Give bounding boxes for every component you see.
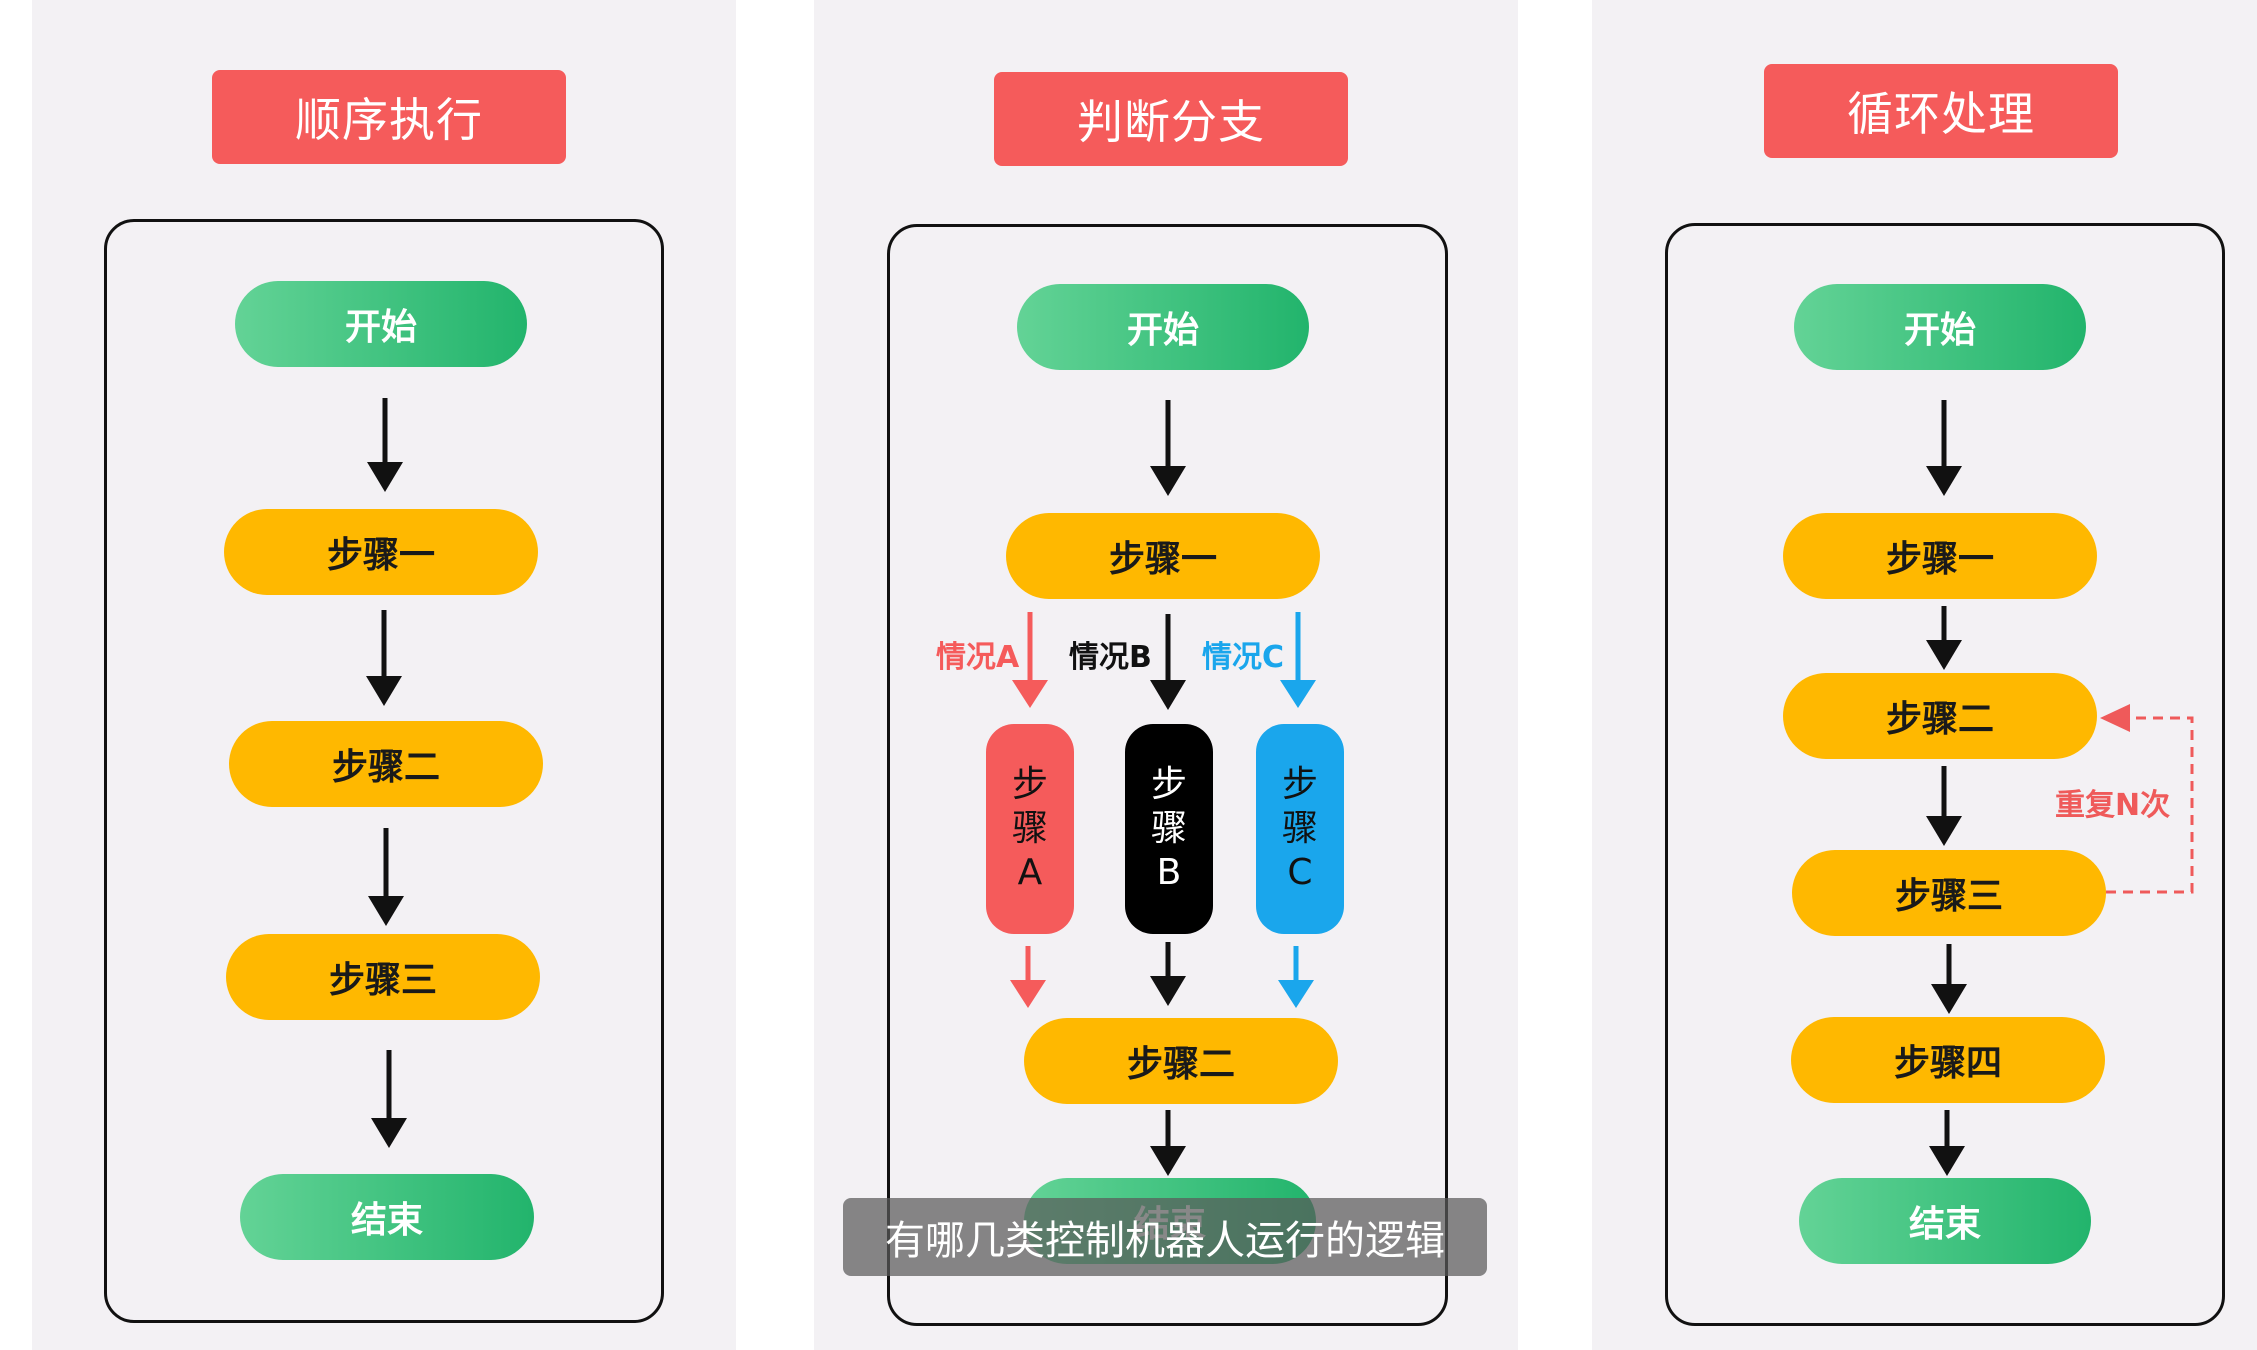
step-1-node: 步骤一 <box>224 509 538 595</box>
arrow-head <box>366 676 402 706</box>
flow-frame <box>887 224 1448 1326</box>
arrow-head-blue <box>1280 680 1316 708</box>
branch-char: 骤 <box>1150 808 1187 849</box>
case-c-label: 情况C <box>1202 640 1285 675</box>
start-node: 开始 <box>235 281 527 367</box>
branch-char: 步 <box>1281 764 1318 805</box>
case-b-label: 情况B <box>1069 640 1152 675</box>
arrow-head <box>1926 816 1962 846</box>
step-3-node: 步骤三 <box>226 934 540 1020</box>
branch-char: B <box>1156 852 1182 893</box>
flow-frame <box>1665 223 2225 1326</box>
start-node: 开始 <box>1794 284 2086 370</box>
step-2-node: 步骤二 <box>229 721 543 807</box>
video-subtitle: 有哪几类控制机器人运行的逻辑 <box>843 1198 1487 1276</box>
branch-char: C <box>1287 852 1313 893</box>
case-a-label: 情况A <box>936 640 1020 675</box>
arrow-head-red <box>1012 680 1048 708</box>
arrow-head <box>368 896 404 926</box>
start-node: 开始 <box>1017 284 1309 370</box>
panel-title: 循环处理 <box>1764 64 2118 158</box>
branch-char: 骤 <box>1011 808 1048 849</box>
branch-char: A <box>1017 852 1043 893</box>
step-2-node: 步骤二 <box>1024 1018 1338 1104</box>
arrow-head-blue <box>1278 980 1314 1008</box>
loop-connector <box>2106 716 2194 894</box>
arrow-head <box>1929 1146 1965 1176</box>
flow-frame <box>104 219 664 1323</box>
arrow-head <box>367 462 403 492</box>
step-1-node: 步骤一 <box>1006 513 1320 599</box>
loop-arrow-head <box>2100 704 2130 732</box>
branch-step-b: 步 骤 B <box>1125 724 1213 934</box>
end-node: 结束 <box>240 1174 534 1260</box>
step-2-node: 步骤二 <box>1783 673 2097 759</box>
branch-char: 步 <box>1150 764 1187 805</box>
arrow-head <box>1926 466 1962 496</box>
end-node: 结束 <box>1799 1178 2091 1264</box>
arrow-head <box>1926 640 1962 670</box>
branch-char: 骤 <box>1281 808 1318 849</box>
step-3-node: 步骤三 <box>1792 850 2106 936</box>
panel-title: 判断分支 <box>994 72 1348 166</box>
arrow-head <box>1150 976 1186 1006</box>
arrow-head <box>1150 1146 1186 1176</box>
branch-char: 步 <box>1011 764 1048 805</box>
branch-step-a: 步 骤 A <box>986 724 1074 934</box>
loop-label: 重复N次 <box>2055 788 2171 823</box>
arrow-head-red <box>1010 980 1046 1008</box>
panel-title: 顺序执行 <box>212 70 566 164</box>
step-4-node: 步骤四 <box>1791 1017 2105 1103</box>
arrow-head <box>371 1118 407 1148</box>
arrow-head <box>1150 680 1186 710</box>
arrow-head <box>1931 984 1967 1014</box>
step-1-node: 步骤一 <box>1783 513 2097 599</box>
panel-loop: 循环处理 开始 步骤一 步骤二 步骤三 步骤四 结束 重复N次 <box>1592 0 2257 1350</box>
branch-step-c: 步 骤 C <box>1256 724 1344 934</box>
arrow-head <box>1150 466 1186 496</box>
